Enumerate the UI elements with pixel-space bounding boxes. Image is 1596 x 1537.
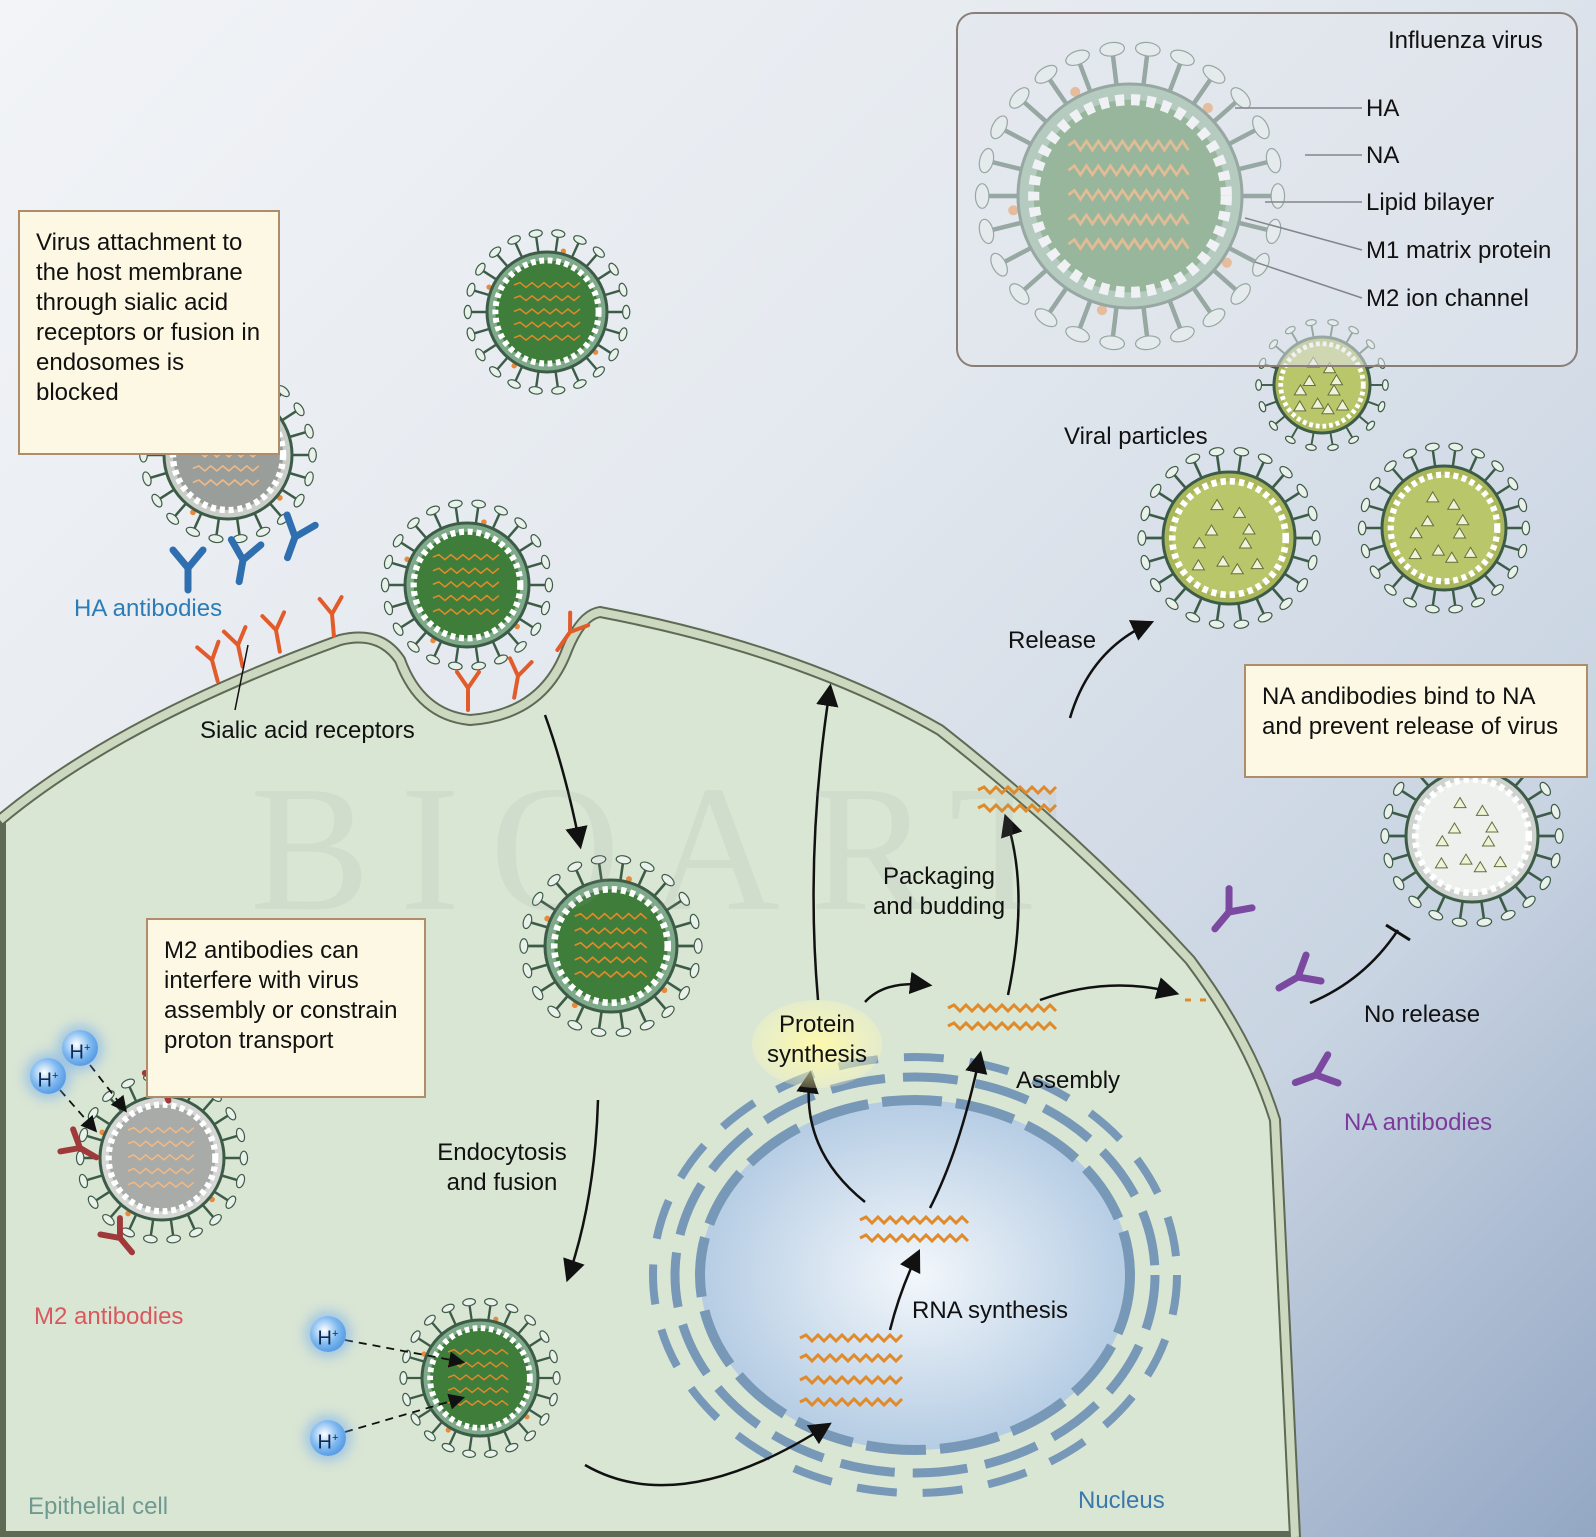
arrow-rna-synthesis: [888, 1248, 921, 1331]
proton-paths: [59, 1064, 466, 1433]
antibody-icon: [97, 1215, 135, 1256]
antibody-icon: [283, 511, 319, 562]
nucleus: [649, 1053, 1181, 1497]
antibody-icon: [1275, 951, 1325, 992]
virus-icon: [380, 499, 554, 671]
rna-synthesis-label: RNA synthesis: [912, 1297, 1069, 1324]
no-release-label: No release: [1364, 1001, 1481, 1028]
na-antibody-note: NA andibodies bind to NA and prevent rel…: [1244, 664, 1588, 778]
protein-synthesis-glow: [752, 1000, 882, 1088]
virus-icon: [519, 855, 703, 1037]
sialic-acid-receptor-icon: [317, 595, 344, 638]
process-arrows: [543, 620, 1180, 1487]
arrow-release: [1068, 620, 1155, 719]
release-label: Release: [1008, 627, 1097, 654]
antibody-icon: [1211, 885, 1256, 933]
arrow-protein-synthesis: [796, 1070, 866, 1203]
sialic-acid-receptor-icon: [507, 656, 534, 700]
viral-particles-label: Viral particles: [1064, 423, 1208, 450]
sialic-acid-receptor-icon: [555, 610, 591, 653]
arrow-to-nucleus: [584, 1422, 832, 1487]
virus-icon: [1137, 447, 1321, 629]
na-antibodies-label: NA antibodies: [1344, 1109, 1493, 1136]
no-release-bar: [1385, 923, 1411, 942]
nucleus-label: Nucleus: [1078, 1487, 1165, 1514]
sialic-acid-receptor-icon: [221, 625, 248, 669]
antibody-icon: [227, 536, 265, 586]
rna-strand-icons: [799, 784, 1206, 1408]
arrow-to-membrane: [812, 683, 839, 1001]
virus-icon: [75, 1072, 249, 1244]
antibody-icon: [169, 546, 207, 594]
inset-title: Influenza virus: [1388, 27, 1543, 54]
m2-antibody-note: M2 antibodies can interfere with virus a…: [146, 918, 426, 1098]
label-lipid-bilayer: Lipid bilayer: [1366, 189, 1495, 216]
antibody-icon: [1291, 1051, 1342, 1087]
arrow-to-assembly: [864, 971, 933, 1003]
sialic-acid-receptor-icon: [455, 670, 481, 712]
proton-icon: H+: [30, 1058, 66, 1094]
packaging-budding-label: Packaging and budding: [872, 863, 1006, 920]
arrow-entry: [543, 714, 588, 850]
influenza-virus-inset: [956, 12, 1578, 367]
label-na: NA: [1366, 142, 1400, 169]
label-ha: HA: [1366, 95, 1400, 122]
attachment-blocked-note: Virus attachment to the host membrane th…: [18, 210, 280, 455]
sialic-acid-receptor-icon: [260, 610, 287, 654]
watermark: BIOART: [250, 749, 1090, 948]
cell-membrane: [0, 607, 1299, 1537]
assembly-label: Assembly: [1016, 1067, 1121, 1094]
epithelial-cell-label: Epithelial cell: [28, 1493, 169, 1520]
arrow-to-budding: [1039, 977, 1180, 1002]
antibody-icon: [57, 1126, 100, 1161]
arrow-endocytosis: [563, 1099, 600, 1283]
sialic-acid-receptor-icon: [195, 639, 221, 684]
virus-icon: [1357, 442, 1531, 614]
arrow-packaging: [1001, 813, 1023, 996]
proton-icon: H+: [310, 1420, 346, 1456]
proton-icon: H+: [310, 1316, 346, 1352]
no-release-arrow: [1309, 929, 1400, 1005]
proton-icon: H+: [62, 1030, 98, 1066]
m2-antibodies-label: M2 antibodies: [34, 1303, 184, 1330]
arrow-assembly-up: [928, 1050, 988, 1209]
virus-icon: [463, 229, 631, 395]
label-m1-matrix-protein: M1 matrix protein: [1366, 237, 1552, 264]
sialic-acid-receptors-label: Sialic acid receptors: [200, 717, 415, 744]
endocytosis-fusion-label: Endocytosis and fusion: [437, 1139, 567, 1196]
protein-synthesis-label: Protein synthesis: [766, 1011, 868, 1068]
ha-antibodies-label: HA antibodies: [74, 595, 223, 622]
receptor-leader-line: [234, 644, 249, 711]
label-m2-ion-channel: M2 ion channel: [1366, 285, 1529, 312]
